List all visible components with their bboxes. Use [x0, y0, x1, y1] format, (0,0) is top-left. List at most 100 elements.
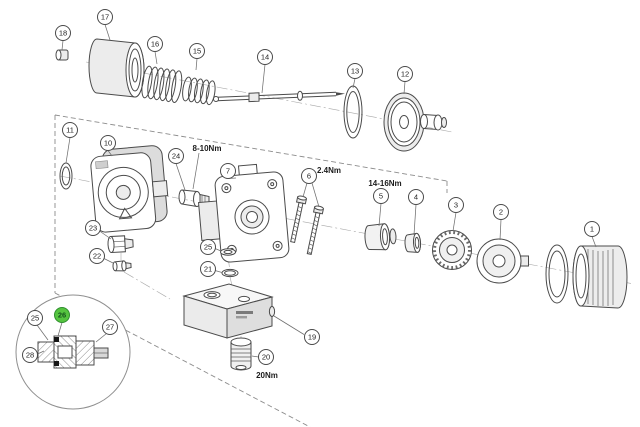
callout-19[interactable]: 19: [304, 329, 320, 345]
callout-circle: [304, 329, 320, 345]
callout-23[interactable]: 23: [85, 220, 101, 236]
callout-circle: [55, 25, 71, 41]
callout-25-detail[interactable]: 25: [27, 310, 43, 326]
part-15-spring: [182, 76, 216, 106]
leader-lines: [36, 24, 597, 358]
callout-4[interactable]: 4: [408, 189, 424, 205]
part-11-oring: [59, 162, 73, 190]
callout-circle: [220, 163, 236, 179]
callout-circle: [493, 204, 509, 220]
callout-11[interactable]: 11: [62, 122, 78, 138]
callout-circle: [97, 9, 113, 25]
callout-circle: [258, 349, 274, 365]
callout-number: 26: [58, 311, 66, 320]
callout-22[interactable]: 22: [89, 248, 105, 264]
callout-number: 2: [499, 208, 503, 217]
part-label-marking: [236, 311, 253, 314]
part-7-valve-body: [198, 163, 290, 263]
callout-3[interactable]: 3: [448, 197, 464, 213]
callout-24[interactable]: 24: [168, 148, 184, 164]
callout-12[interactable]: 12: [397, 66, 413, 82]
part-3-ring-nut: [432, 230, 472, 270]
warning-triangle-icon: [118, 207, 133, 220]
part-2-cap: [476, 238, 529, 284]
part-16-spring: [141, 65, 183, 104]
callout-number: 5: [379, 192, 383, 201]
part-5-packing: [364, 223, 397, 251]
callout-15[interactable]: 15: [189, 43, 205, 59]
part-label-marking: [95, 160, 109, 170]
callout-circle: [257, 49, 273, 65]
callout-14[interactable]: 14: [257, 49, 273, 65]
callout-circle: [168, 148, 184, 164]
callout-number: 6: [307, 172, 311, 181]
callout-6[interactable]: 6: [301, 168, 317, 184]
callout-circle: [200, 261, 216, 277]
part-20-fitting: [230, 337, 252, 371]
callout-number: 18: [59, 29, 67, 38]
callout-number: 21: [204, 265, 212, 274]
callout-circle: [373, 188, 389, 204]
callout-circle: [347, 63, 363, 79]
callout-number: 27: [106, 323, 114, 332]
callout-number: 7: [226, 167, 230, 176]
callout-circle: [22, 347, 38, 363]
part-12-diaphragm: [383, 92, 447, 152]
callout-27[interactable]: 27: [102, 319, 118, 335]
detail-view: [15, 294, 131, 410]
callout-number: 1: [590, 225, 594, 234]
callout-circle: [397, 66, 413, 82]
callout-circle: [27, 310, 43, 326]
part-1-retaining-ring-and-cup: [545, 244, 628, 309]
part-13-oring: [343, 85, 363, 139]
callout-13[interactable]: 13: [347, 63, 363, 79]
callout-number: 28: [26, 351, 34, 360]
part-17-cup: [88, 38, 145, 98]
callout-number: 19: [308, 333, 316, 342]
callout-number: 24: [172, 152, 180, 161]
callout-5[interactable]: 5: [373, 188, 389, 204]
callout-circle: [200, 239, 216, 255]
callout-number: 10: [104, 139, 112, 148]
callout-circle: [584, 221, 600, 237]
callout-circle: [189, 43, 205, 59]
callout-circle: [100, 135, 116, 151]
part-23-fitting: [107, 235, 134, 254]
part-14-needle: [213, 90, 345, 103]
callout-2[interactable]: 2: [493, 204, 509, 220]
callout-number: 13: [351, 67, 359, 76]
callout-circle: [102, 319, 118, 335]
callout-circle: [448, 197, 464, 213]
callout-17[interactable]: 17: [97, 9, 113, 25]
callout-7[interactable]: 7: [220, 163, 236, 179]
seal-cross-section: [54, 361, 59, 366]
callout-number: 17: [101, 13, 109, 22]
callout-28[interactable]: 28: [22, 347, 38, 363]
callout-26-highlighted[interactable]: 26: [54, 307, 70, 323]
callout-18[interactable]: 18: [55, 25, 71, 41]
callout-circle: [62, 122, 78, 138]
callouts: 17 18 16 15 14 13 12 11: [22, 9, 600, 365]
callout-number: 11: [66, 126, 74, 135]
callout-1[interactable]: 1: [584, 221, 600, 237]
callout-number: 25: [31, 314, 39, 323]
part-18-plug: [55, 49, 69, 61]
callout-25-upper[interactable]: 25: [200, 239, 216, 255]
seal-cross-section: [54, 337, 59, 342]
callout-number: 20: [262, 353, 270, 362]
callout-number: 3: [454, 201, 458, 210]
callout-16[interactable]: 16: [147, 36, 163, 52]
part-25-washer: [220, 248, 236, 256]
part-21-oring: [221, 268, 239, 278]
part-19-manifold-block: [182, 283, 276, 339]
callout-number: 15: [193, 47, 201, 56]
callout-10[interactable]: 10: [100, 135, 116, 151]
callout-number: 14: [261, 53, 269, 62]
callout-20[interactable]: 20: [258, 349, 274, 365]
torque-label-20nm: 20Nm: [256, 371, 278, 380]
callout-number: 12: [401, 70, 409, 79]
callout-21[interactable]: 21: [200, 261, 216, 277]
torque-labels: 8-10Nm 2.4Nm 14-16Nm 20Nm: [193, 144, 402, 380]
